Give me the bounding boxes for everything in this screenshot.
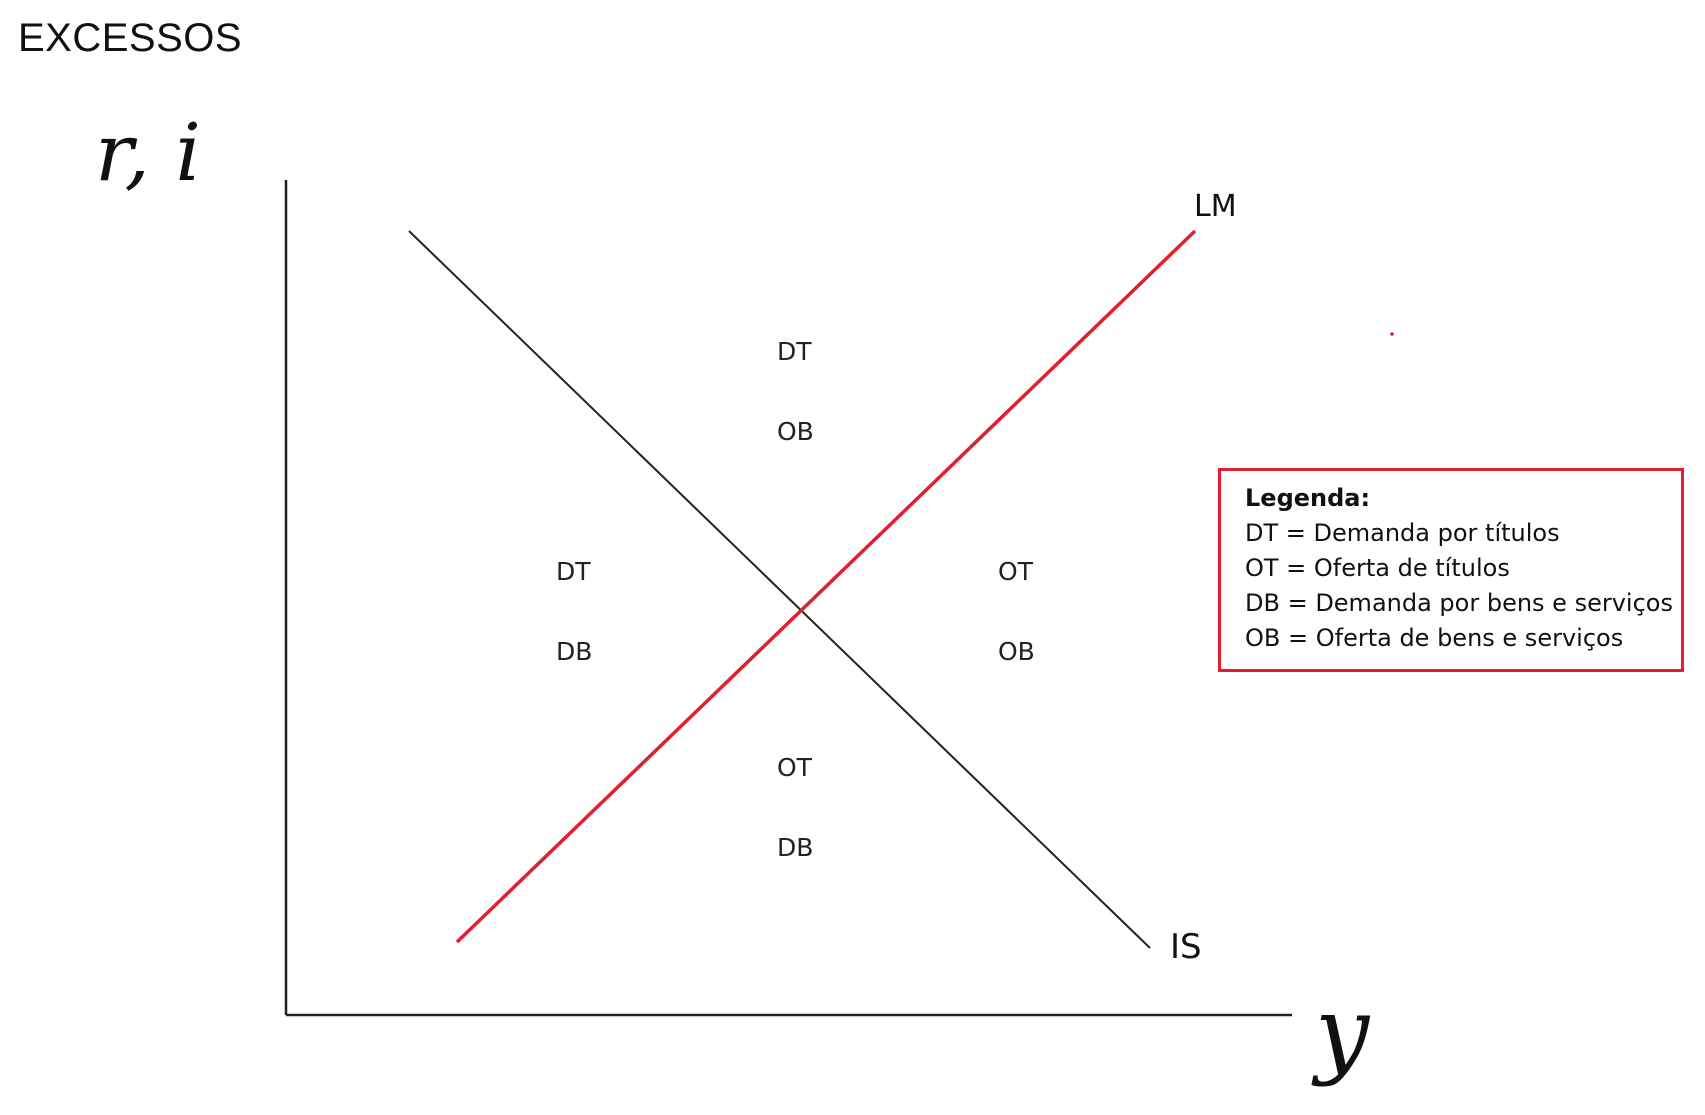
region-bottom-label-2: DB [777, 833, 813, 862]
x-axis-label: y [1311, 976, 1371, 1088]
region-top-label-1: DT [777, 337, 812, 366]
page-title: EXCESSOS [18, 16, 243, 60]
region-left-label-1: DT [556, 557, 591, 586]
legend-item: DT = Demanda por títulos [1245, 519, 1560, 547]
legend-title: Legenda: [1245, 484, 1371, 512]
legend-item: OT = Oferta de títulos [1245, 554, 1510, 582]
stray-mark-red [1390, 332, 1394, 336]
lm-label: LM [1194, 189, 1237, 224]
region-left-label-2: DB [556, 637, 592, 666]
legend-item: DB = Demanda por bens e serviços [1245, 589, 1673, 617]
is-label: IS [1170, 927, 1202, 967]
region-top-label-2: OB [777, 417, 814, 446]
lm-curve [455, 229, 1197, 944]
region-right-label-2: OB [998, 637, 1035, 666]
y-axis-label: r, i [95, 106, 201, 199]
legend-box: Legenda: DT = Demanda por títulos OT = O… [1218, 468, 1684, 672]
region-bottom-label-1: OT [777, 753, 813, 782]
is-curve [408, 230, 1151, 949]
region-right-label-1: OT [998, 557, 1034, 586]
legend-item: OB = Oferta de bens e serviços [1245, 624, 1624, 652]
